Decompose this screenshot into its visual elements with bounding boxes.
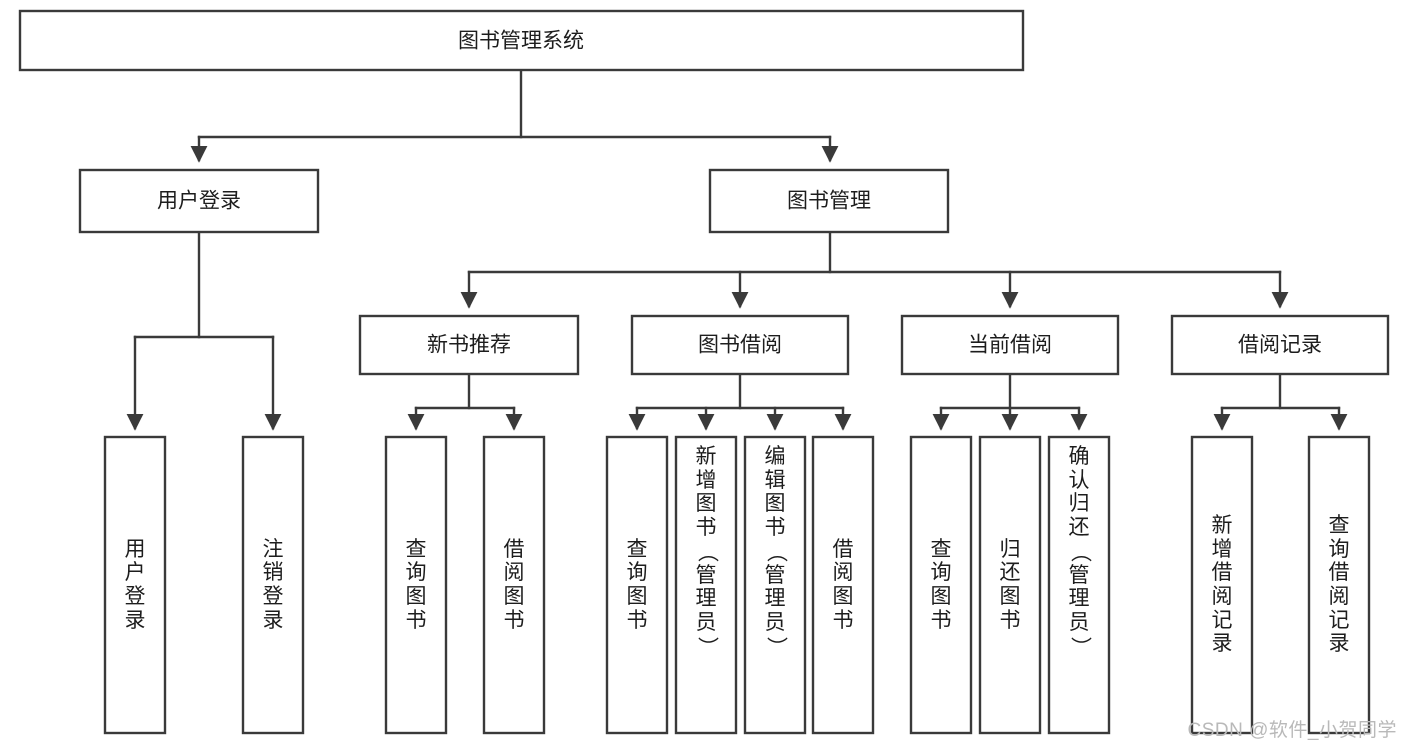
node-user-login[interactable]: 用户登录	[78, 168, 320, 234]
leaf-box-cb-query	[909, 435, 973, 735]
leaf-box-cb-confirm	[1047, 435, 1111, 735]
node-new-book-recommend-label: 新书推荐	[427, 334, 511, 357]
connector-currentborrow-to-leaves	[932, 372, 1088, 431]
leaf-box-bb-borrow	[811, 435, 875, 735]
leaf-box-nb-borrow	[482, 435, 546, 735]
node-current-borrow[interactable]: 当前借阅	[900, 314, 1120, 376]
connector-bookmgmt-to-level3	[460, 230, 1289, 309]
csdn-watermark: CSDN @软件_小贺同学	[1187, 720, 1397, 741]
node-root[interactable]: 图书管理系统	[18, 9, 1025, 72]
node-user-login-label: 用户登录	[157, 190, 241, 213]
node-root-label: 图书管理系统	[458, 30, 584, 53]
leaf-box-user-login	[103, 435, 167, 735]
leaf-box-br-add	[1190, 435, 1254, 735]
leaf-box-bb-edit	[743, 435, 807, 735]
leaf-box-logout	[241, 435, 305, 735]
node-book-borrow[interactable]: 图书借阅	[630, 314, 850, 376]
leaf-boxes	[103, 435, 1371, 735]
leaf-box-cb-return	[978, 435, 1042, 735]
connector-root-to-level2	[190, 68, 839, 163]
node-current-borrow-label: 当前借阅	[968, 334, 1052, 357]
leaf-box-br-query	[1307, 435, 1371, 735]
node-book-management[interactable]: 图书管理	[708, 168, 950, 234]
connector-newbook-to-leaves	[407, 372, 523, 431]
leaf-box-nb-query	[384, 435, 448, 735]
node-borrow-record-label: 借阅记录	[1238, 334, 1322, 357]
leaf-box-bb-query	[605, 435, 669, 735]
node-book-management-label: 图书管理	[787, 190, 871, 213]
node-book-borrow-label: 图书借阅	[698, 334, 782, 357]
connector-borrowrecord-to-leaves	[1213, 372, 1348, 431]
node-new-book-recommend[interactable]: 新书推荐	[358, 314, 580, 376]
connector-bookborrow-to-leaves	[628, 372, 852, 431]
connector-userlogin-to-leaves	[126, 230, 282, 431]
leaf-box-bb-add	[674, 435, 738, 735]
node-borrow-record[interactable]: 借阅记录	[1170, 314, 1390, 376]
